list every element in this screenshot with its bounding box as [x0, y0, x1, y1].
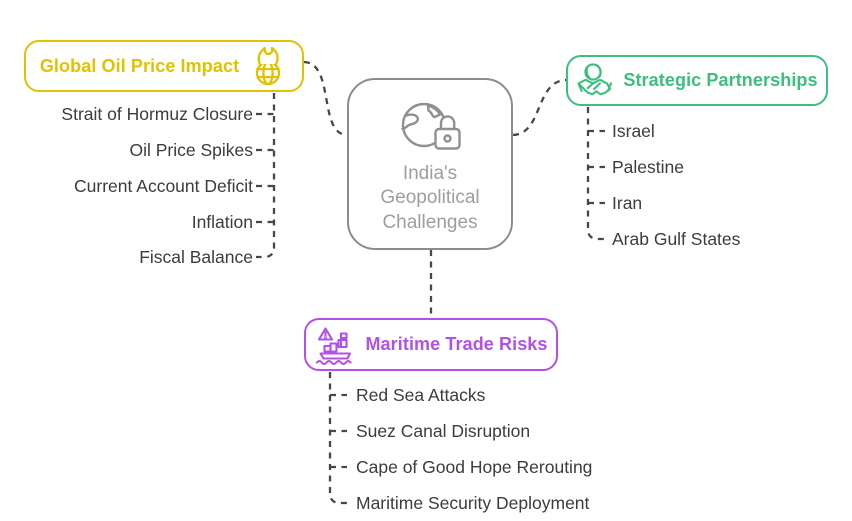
partnerships-items-spine	[586, 107, 605, 241]
item-fiscal-balance[interactable]: Fiscal Balance	[139, 247, 253, 267]
handshake-globe-icon	[577, 62, 613, 95]
item-maritime-security-deployment[interactable]: Maritime Security Deployment	[356, 493, 590, 513]
maritime-items-spine	[328, 372, 347, 505]
branch-label: Strategic Partnerships	[623, 70, 818, 90]
item-strait-of-hormuz-closure[interactable]: Strait of Hormuz Closure	[61, 104, 253, 124]
oil-items-spine	[256, 93, 276, 259]
item-current-account-deficit[interactable]: Current Account Deficit	[74, 176, 253, 196]
branch-node-global-oil-price-impact[interactable]: Global Oil Price Impact	[24, 40, 304, 92]
center-title-line-1: India's	[402, 162, 458, 184]
branch-node-strategic-partnerships[interactable]: Strategic Partnerships	[566, 55, 828, 106]
center-title-line-2: Geopolitical	[380, 187, 480, 209]
item-palestine[interactable]: Palestine	[612, 157, 684, 177]
item-arab-gulf-states[interactable]: Arab Gulf States	[612, 229, 741, 249]
item-red-sea-attacks[interactable]: Red Sea Attacks	[356, 385, 486, 405]
center-node-title: India's Geopolitical Challenges	[380, 162, 479, 236]
item-suez-canal-disruption[interactable]: Suez Canal Disruption	[356, 421, 531, 441]
edge-center-to-oil	[303, 60, 348, 137]
item-iran[interactable]: Iran	[612, 193, 643, 213]
center-title-line-3: Challenges	[382, 211, 478, 233]
item-cape-of-good-hope-rerouting[interactable]: Cape of Good Hope Rerouting	[356, 457, 593, 477]
branch-label: Maritime Trade Risks	[365, 334, 548, 354]
burning-globe-icon	[256, 46, 281, 86]
center-node[interactable]: India's Geopolitical Challenges	[347, 78, 513, 250]
item-oil-price-spikes[interactable]: Oil Price Spikes	[129, 140, 253, 160]
item-israel[interactable]: Israel	[612, 121, 655, 141]
branch-label: Global Oil Price Impact	[39, 55, 240, 76]
item-inflation[interactable]: Inflation	[191, 212, 253, 232]
branch-node-maritime-trade-risks[interactable]: Maritime Trade Risks	[304, 318, 558, 371]
globe-lock-icon	[401, 102, 461, 150]
edge-center-to-partnerships	[512, 78, 567, 137]
ship-warning-icon	[316, 326, 353, 365]
